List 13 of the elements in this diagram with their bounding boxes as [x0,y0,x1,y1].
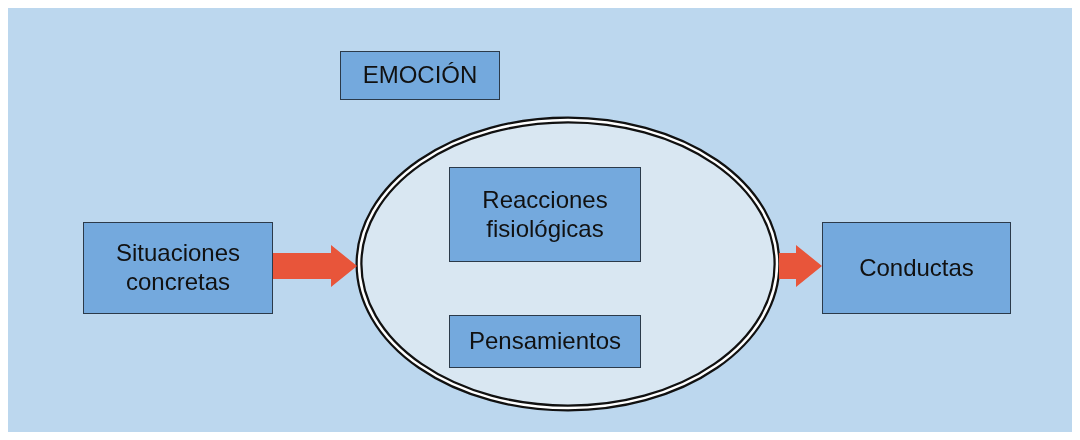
process-box [83,222,273,314]
box-label: Reacciones fisiológicas [481,185,609,244]
block-arrow [273,245,357,287]
process-box [340,51,500,100]
process-box [449,167,641,262]
block-arrow [779,245,822,287]
box-label: Situaciones concretas [114,239,242,297]
ellipse [355,116,781,412]
process-box [449,315,641,368]
box-label: Conductas [859,253,974,283]
box-label: Pensamientos [468,327,622,356]
process-box [822,222,1011,314]
box-label: EMOCIÓN [362,61,478,90]
